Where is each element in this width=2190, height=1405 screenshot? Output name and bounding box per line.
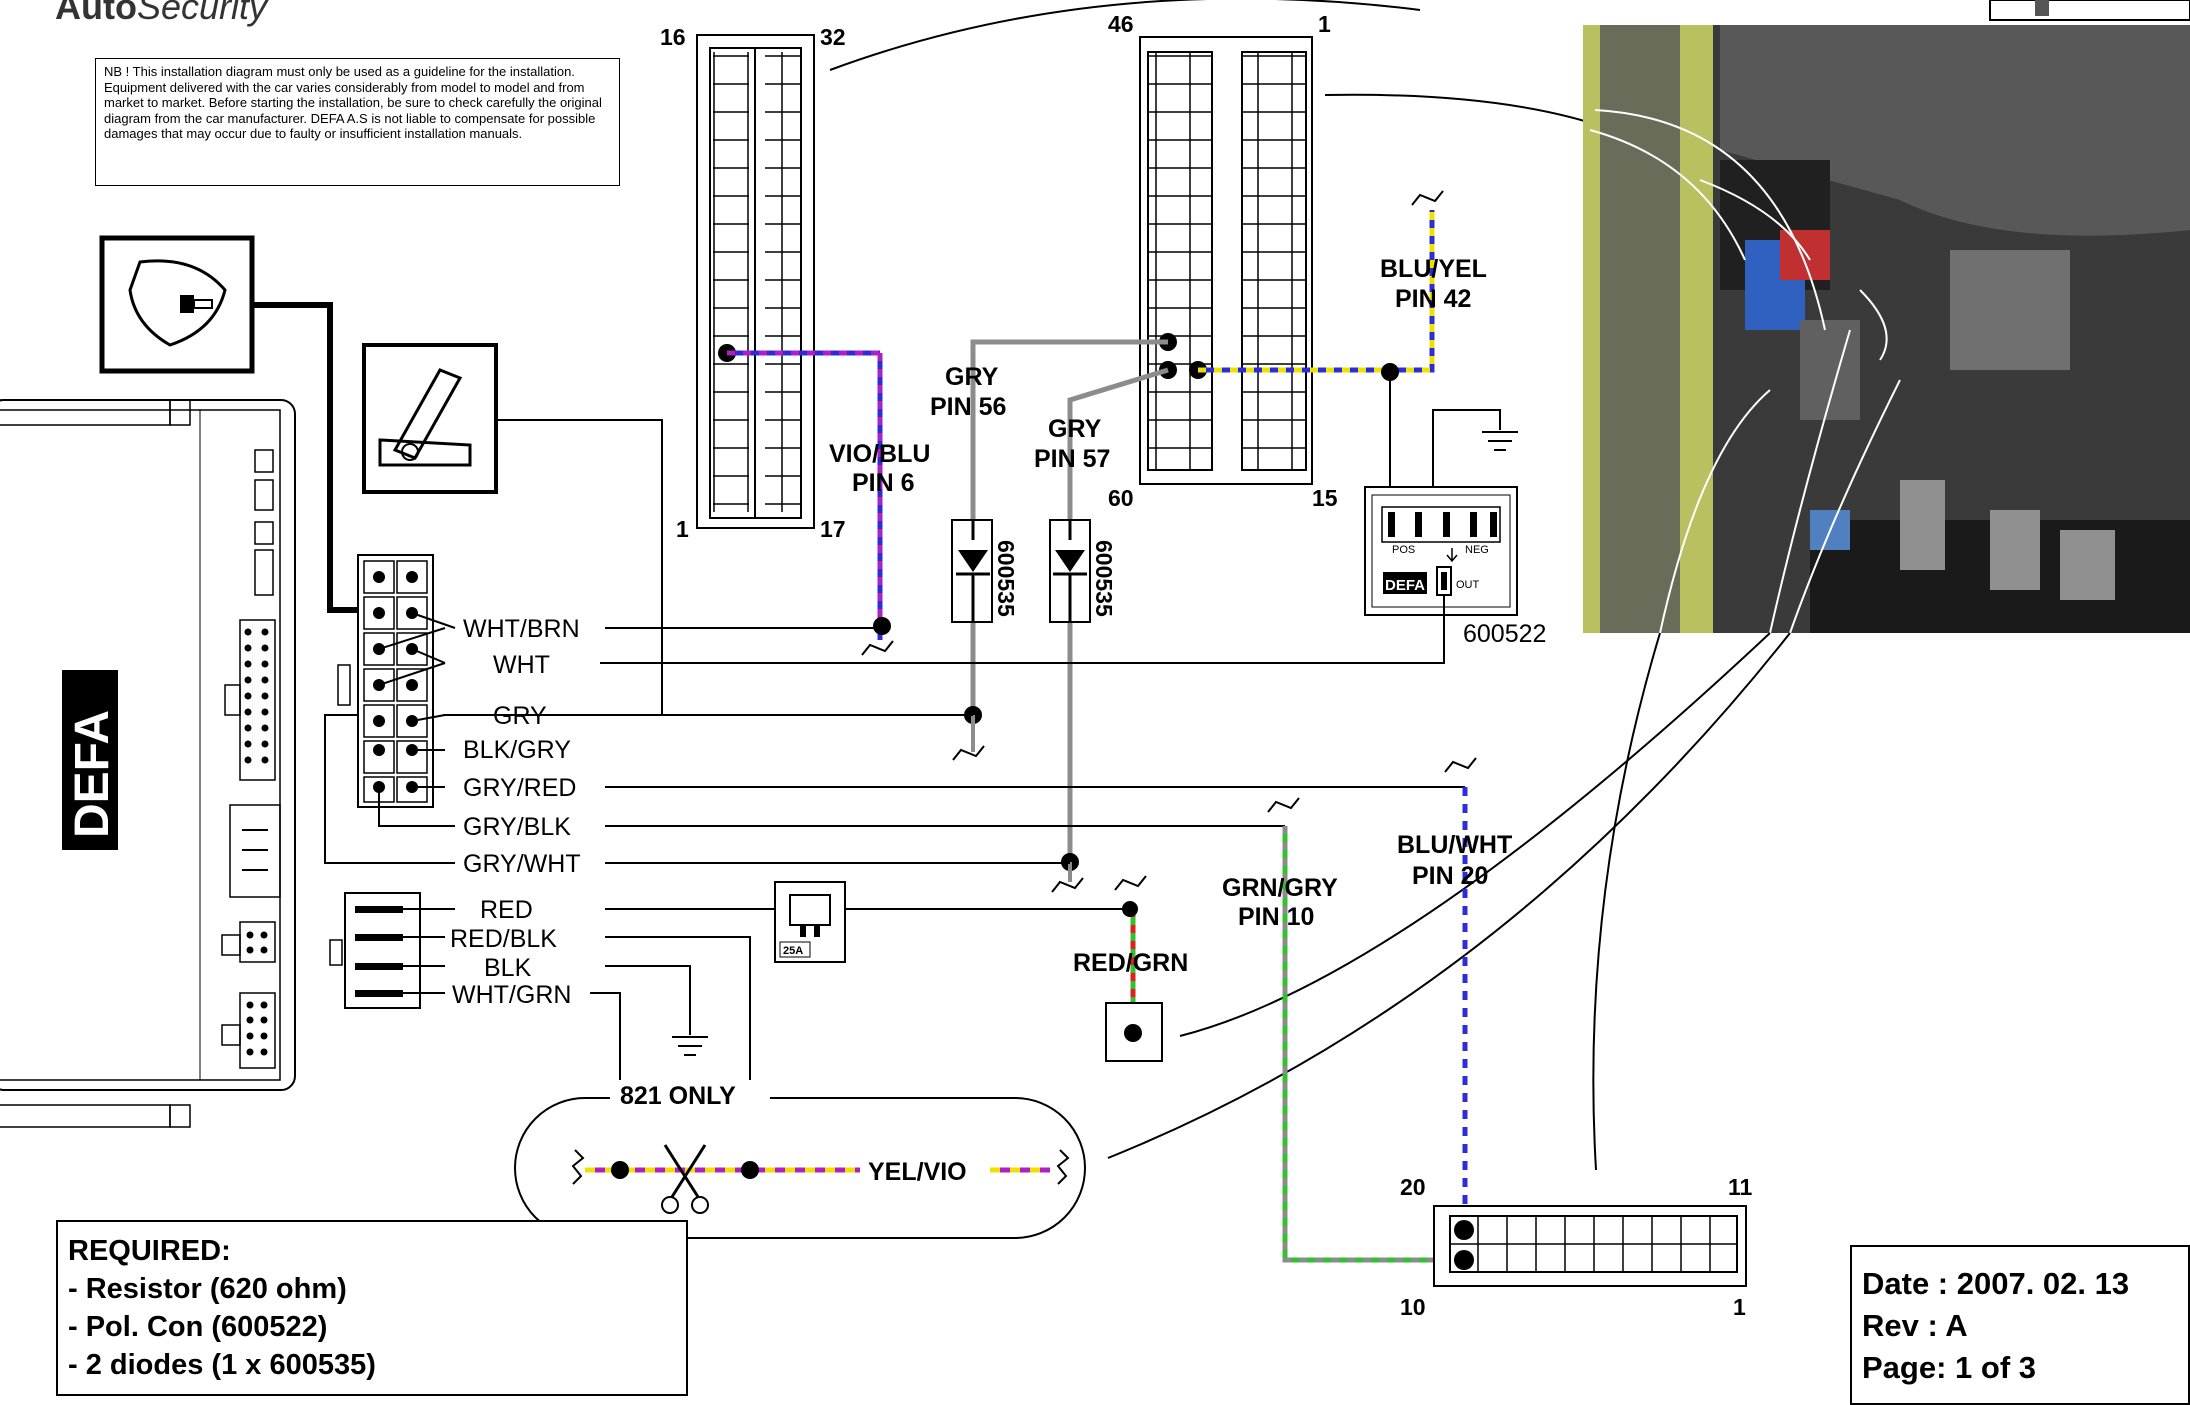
gry-pin56-label: GRY xyxy=(945,363,999,391)
revision-box: Date : 2007. 02. 13 Rev : A Page: 1 of 3 xyxy=(1850,1245,2190,1405)
blu-yel-label: BLU/YEL xyxy=(1380,255,1487,283)
blu-yel-pin: PIN 42 xyxy=(1395,285,1471,313)
grn-gry-pin: PIN 10 xyxy=(1238,903,1314,931)
gry-pin57-label: GRY xyxy=(1048,415,1102,443)
wire-gry-red: GRY/RED xyxy=(463,774,576,802)
power-connector xyxy=(329,892,455,1009)
rev-text: Rev : A xyxy=(1862,1308,1968,1343)
power-wire-labels: RED RED/BLK BLK WHT/GRN xyxy=(450,896,571,1009)
connector-c-pin-20: 20 xyxy=(1400,1174,1426,1200)
connector-c-pin-10: 10 xyxy=(1400,1294,1426,1320)
yel-vio-label: YEL/VIO xyxy=(868,1158,967,1186)
connector-b: 46 1 60 15 xyxy=(1108,11,1338,511)
required-parts: REQUIRED: - Resistor (620 ohm) - Pol. Co… xyxy=(56,1220,688,1396)
yel-vio-capsule: 821 ONLY YEL/VIO xyxy=(514,1080,1086,1239)
diode-2-part: 600535 xyxy=(1091,540,1117,617)
car-photo xyxy=(1583,0,2190,634)
connector-b-pin-60: 60 xyxy=(1108,485,1134,511)
blu-wht-label: BLU/WHT xyxy=(1397,831,1512,859)
polarity-converter: POS NEG DEFA OUT 600522 xyxy=(600,409,1546,664)
date-text: Date : 2007. 02. 13 xyxy=(1862,1266,2130,1301)
diode-1-part: 600535 xyxy=(993,540,1019,617)
wire-gry: GRY xyxy=(493,702,547,730)
page-text: Page: 1 of 3 xyxy=(1862,1350,2036,1385)
connector-a-pin-1: 1 xyxy=(676,516,689,542)
polcon-defa: DEFA xyxy=(1385,577,1425,594)
disclaimer-note: NB ! This installation diagram must only… xyxy=(95,58,620,186)
connector-c-pin-11: 11 xyxy=(1728,1174,1753,1200)
required-item-diodes: - 2 diodes (1 x 600535) xyxy=(68,1349,376,1381)
main-wire-labels: WHT/BRN WHT GRY BLK/GRY GRY/RED GRY/BLK … xyxy=(463,615,581,878)
polcon-neg: NEG xyxy=(1465,544,1489,556)
main-connector xyxy=(324,554,456,864)
connector-b-pin-46: 46 xyxy=(1108,11,1134,37)
wire-wht: WHT xyxy=(493,651,550,679)
wire-blk-gry: BLK/GRY xyxy=(463,736,571,764)
wire-wht-grn: WHT/GRN xyxy=(452,981,571,1009)
polcon-part: 600522 xyxy=(1463,620,1546,648)
required-title: REQUIRED: xyxy=(68,1235,231,1267)
hood-switch-icon xyxy=(362,343,498,494)
key-sensor-icon xyxy=(99,235,255,374)
connector-a-pin-17: 17 xyxy=(820,516,846,542)
wire-red: RED xyxy=(480,896,533,924)
blu-wht-pin: PIN 20 xyxy=(1412,862,1488,890)
vio-blu-label: VIO/BLU xyxy=(829,440,930,468)
grn-gry-label: GRN/GRY xyxy=(1222,874,1338,902)
polcon-pos: POS xyxy=(1392,544,1415,556)
brand-logo: AutoSecurity xyxy=(55,0,268,27)
connector-a: 16 32 1 17 xyxy=(660,24,846,542)
required-item-resistor: - Resistor (620 ohm) xyxy=(68,1273,347,1305)
only-821-label: 821 ONLY xyxy=(620,1082,736,1110)
gry-pin57-pin: PIN 57 xyxy=(1034,445,1110,473)
control-unit: DEFA xyxy=(0,399,296,1128)
polcon-out: OUT xyxy=(1456,579,1480,591)
red-grn-label: RED/GRN xyxy=(1073,949,1188,977)
wire-wht-brn: WHT/BRN xyxy=(463,615,580,643)
diode-2: 600535 xyxy=(1049,519,1117,623)
wire-blk: BLK xyxy=(484,954,532,982)
required-item-polcon: - Pol. Con (600522) xyxy=(68,1311,328,1343)
wire-gry-blk: GRY/BLK xyxy=(463,813,571,841)
fuse-25a: 25A xyxy=(774,881,846,963)
wire-red-blk: RED/BLK xyxy=(450,925,557,953)
connector-b-pin-15: 15 xyxy=(1312,485,1338,511)
vio-blu-pin: PIN 6 xyxy=(852,469,915,497)
gry-pin56-pin: PIN 56 xyxy=(930,393,1006,421)
connector-a-pin-16: 16 xyxy=(660,24,686,50)
diode-1: 600535 xyxy=(951,519,1019,623)
connector-b-pin-1: 1 xyxy=(1318,11,1331,37)
wire-gry-wht: GRY/WHT xyxy=(463,850,581,878)
connector-a-pin-32: 32 xyxy=(820,24,846,50)
unit-defa-logo: DEFA xyxy=(66,710,119,838)
fuse-label: 25A xyxy=(783,945,803,957)
connector-c-pin-1: 1 xyxy=(1733,1294,1746,1320)
connector-c: 20 11 10 1 xyxy=(1400,1174,1753,1320)
scissors-icon xyxy=(661,1144,709,1214)
